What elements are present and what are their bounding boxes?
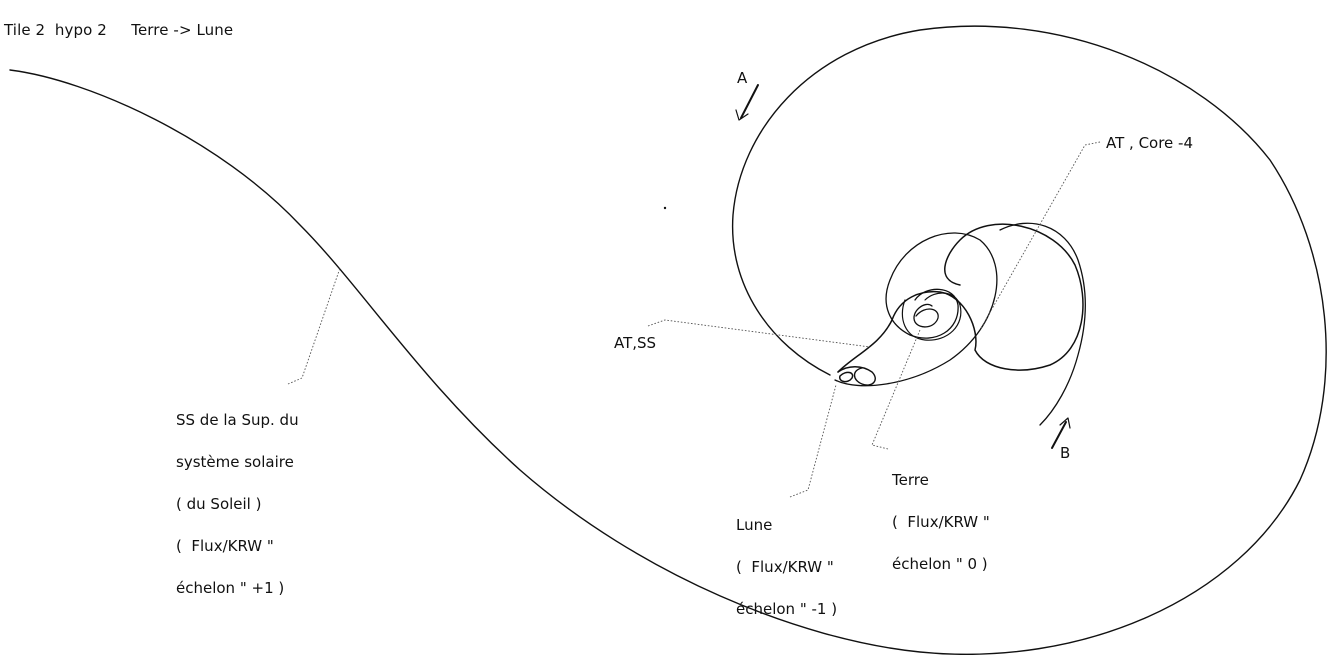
- moon-swirl: [839, 371, 854, 383]
- label-terre-line3: échelon " 0 ): [892, 555, 988, 573]
- earth-outer-loop: [837, 223, 1084, 373]
- label-lune-line2: ( Flux/KRW ": [736, 558, 834, 576]
- label-at-core: AT , Core -4: [1106, 134, 1194, 152]
- label-lune: Lune ( Flux/KRW " échelon " -1 ): [736, 490, 837, 630]
- leader-at-ss: [647, 319, 871, 348]
- earth-small-loop: [901, 292, 962, 341]
- small-dot: [663, 206, 667, 210]
- label-ss-line3: ( du Soleil ): [176, 495, 262, 513]
- leader-lune: [789, 384, 837, 498]
- trajectory-to-b: [999, 222, 1086, 426]
- label-lune-line1: Lune: [736, 516, 773, 534]
- label-terre-line1: Terre: [892, 471, 929, 489]
- label-ss-line4: ( Flux/KRW ": [176, 537, 274, 555]
- label-terre-line2: ( Flux/KRW ": [892, 513, 990, 531]
- arrow-b-head-icon: [1059, 417, 1071, 429]
- label-ss-line2: système solaire: [176, 453, 294, 471]
- leader-ss: [287, 267, 341, 385]
- label-lune-line3: échelon " -1 ): [736, 600, 838, 618]
- label-b: B: [1060, 444, 1071, 462]
- moon-loop: [837, 366, 876, 386]
- earth-inner-swirl: [913, 303, 939, 328]
- arrow-a-icon: [740, 84, 759, 119]
- label-terre: Terre ( Flux/KRW " échelon " 0 ): [892, 445, 990, 585]
- arrow-a-head-icon: [735, 109, 749, 121]
- label-ss: SS de la Sup. du système solaire ( du So…: [176, 385, 299, 609]
- label-at-ss: AT,SS: [614, 334, 657, 352]
- label-a: A: [737, 69, 748, 87]
- label-ss-line1: SS de la Sup. du: [176, 411, 299, 429]
- earth-orbit-loop: [834, 232, 998, 387]
- leader-terre: [871, 329, 921, 450]
- leader-at-core: [979, 141, 1101, 331]
- page-title: Tile 2 hypo 2 Terre -> Lune: [4, 21, 234, 39]
- solar-system-curve: [9, 25, 1327, 655]
- arrow-b-icon: [1051, 421, 1067, 449]
- label-ss-line5: échelon " +1 ): [176, 579, 285, 597]
